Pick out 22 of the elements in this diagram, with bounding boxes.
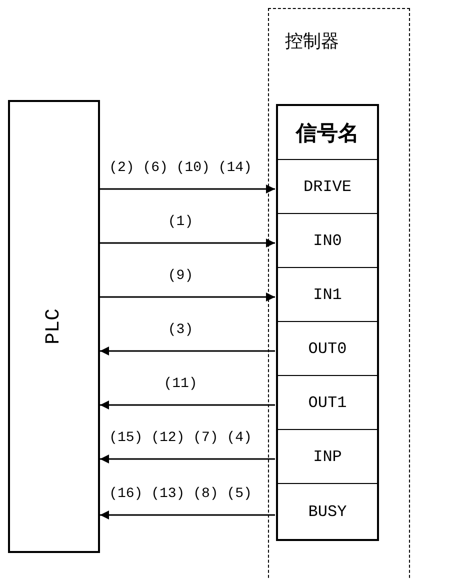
group-title: 控制器	[285, 30, 339, 53]
arrow	[100, 400, 275, 410]
arrow	[100, 346, 275, 356]
edge-label: (15) (12) (7) (4)	[108, 430, 253, 446]
signal-cell: OUT0	[276, 321, 379, 375]
device-label: PLC	[42, 308, 66, 344]
edge-label: (2) (6) (10) (14)	[108, 160, 253, 176]
signal-cell: OUT1	[276, 375, 379, 429]
arrow	[100, 292, 275, 302]
header-cell: 信号名	[276, 104, 379, 159]
signal-cell: INP	[276, 429, 379, 483]
controller-boundary	[268, 8, 410, 579]
arrow	[100, 454, 275, 464]
signal-cell: IN0	[276, 213, 379, 267]
arrow	[100, 510, 275, 520]
arrow	[100, 238, 275, 248]
arrow	[100, 184, 275, 194]
signal-cell: BUSY	[276, 483, 379, 541]
edge-label: (16) (13) (8) (5)	[108, 486, 253, 502]
device-box	[8, 100, 100, 553]
signal-cell: DRIVE	[276, 159, 379, 213]
signal-cell: IN1	[276, 267, 379, 321]
